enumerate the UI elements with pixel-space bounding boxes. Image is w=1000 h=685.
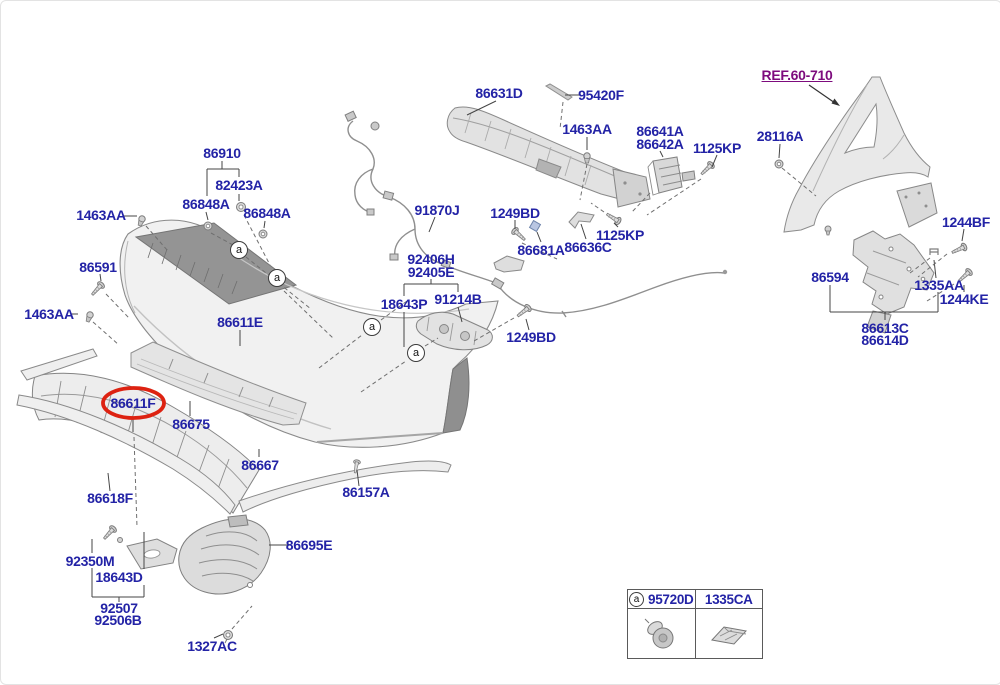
part-label-92350m: 92350M bbox=[65, 553, 115, 569]
part-label-1327ac: 1327AC bbox=[187, 638, 237, 654]
part-label-86618f: 86618F bbox=[87, 490, 133, 506]
fastener-glyphs bbox=[85, 152, 973, 644]
part-label-86667: 86667 bbox=[241, 457, 279, 473]
highlight-ellipse bbox=[101, 386, 166, 420]
part-label-91870j: 91870J bbox=[414, 202, 460, 218]
legend-header-row: a 95720D 1335CA bbox=[628, 590, 762, 609]
legend-header-cell-1335ca: 1335CA bbox=[696, 590, 763, 608]
part-label-18643d: 18643D bbox=[95, 569, 143, 585]
nut-1327ac bbox=[223, 630, 233, 644]
part-label-95420f: 95420F bbox=[578, 87, 624, 103]
part-label-86611f: 86611F bbox=[110, 395, 156, 411]
screw-1244ke bbox=[958, 268, 973, 282]
rear-beam-drawing bbox=[446, 83, 651, 273]
legend-marker-a: a bbox=[629, 591, 644, 607]
part-label-ref-60-710: REF.60-710 bbox=[761, 67, 833, 83]
sensor-module-drawing bbox=[647, 156, 696, 196]
legend-part-number-1335ca: 1335CA bbox=[704, 591, 753, 607]
part-label-86636c: 86636C bbox=[564, 239, 612, 255]
screw-86591 bbox=[91, 281, 105, 296]
leader-lines bbox=[71, 94, 965, 639]
bumper-lip-strip-drawing bbox=[16, 348, 236, 515]
part-label-86681a: 86681A bbox=[517, 242, 565, 258]
screw-1249bd-bottom bbox=[516, 303, 532, 318]
part-label-1335aa: 1335AA bbox=[914, 277, 964, 293]
part-label-18643p: 18643P bbox=[380, 296, 428, 312]
part-label-91214b: 91214B bbox=[434, 291, 482, 307]
stud-86157a bbox=[353, 459, 361, 474]
part-label-86848a: 86848A bbox=[182, 196, 230, 212]
part-label-1463aa: 1463AA bbox=[562, 121, 612, 137]
clip-1463aa-3 bbox=[583, 152, 591, 164]
part-label-1249bd: 1249BD bbox=[506, 329, 556, 345]
legend-header-cell-95720d: a 95720D bbox=[628, 590, 696, 608]
assembly-marker-a: a bbox=[230, 241, 248, 259]
legend-image-cell-sensor bbox=[628, 609, 696, 658]
part-label-86641a: 86641A bbox=[636, 123, 684, 139]
clip-86681a bbox=[528, 219, 542, 233]
license-lamp-parts-drawing bbox=[117, 537, 178, 570]
screw-92350m bbox=[103, 525, 117, 540]
part-label-86611e: 86611E bbox=[217, 314, 263, 330]
part-label-1244bf: 1244BF bbox=[941, 214, 991, 230]
part-label-92405e: 92405E bbox=[407, 264, 455, 280]
screw-1125kp-right bbox=[700, 161, 715, 176]
grommet-82423a bbox=[236, 202, 246, 212]
assembly-dashed-lines bbox=[92, 101, 955, 630]
legend-image-cell-clip bbox=[696, 609, 763, 658]
bumper-energy-pad-drawing bbox=[130, 341, 307, 426]
legend-body-row bbox=[628, 609, 762, 658]
part-label-28116a: 28116A bbox=[756, 128, 804, 144]
assembly-marker-a: a bbox=[268, 269, 286, 287]
part-label-82423a: 82423A bbox=[215, 177, 263, 193]
part-label-86157a: 86157A bbox=[342, 484, 390, 500]
part-label-1125kp: 1125KP bbox=[692, 140, 742, 156]
parking-sensor-icon bbox=[644, 618, 674, 648]
part-label-1463aa: 1463AA bbox=[76, 207, 126, 223]
under-cover-drawing bbox=[178, 514, 271, 595]
part-label-86642a: 86642A bbox=[636, 136, 684, 152]
part-label-86594: 86594 bbox=[811, 269, 849, 285]
clip-1463aa-1 bbox=[137, 215, 146, 227]
part-label-86613c: 86613C bbox=[861, 320, 909, 336]
legend-table: a 95720D 1335CA bbox=[627, 589, 763, 659]
part-label-1125kp: 1125KP bbox=[595, 227, 645, 243]
assembly-marker-a: a bbox=[407, 344, 425, 362]
retainer-clip-icon bbox=[710, 625, 747, 645]
part-label-1463aa: 1463AA bbox=[24, 306, 74, 322]
part-label-92406h: 92406H bbox=[407, 251, 455, 267]
clip-1463aa-2 bbox=[85, 311, 94, 323]
part-label-92506b: 92506B bbox=[94, 612, 142, 628]
parking-sensor-bracket-drawing bbox=[415, 311, 493, 351]
screw-1244bf bbox=[951, 242, 968, 254]
part-label-1244ke: 1244KE bbox=[939, 291, 989, 307]
assembly-marker-a: a bbox=[363, 318, 381, 336]
legend-part-number-95720d: 95720D bbox=[648, 591, 694, 607]
grommet-86848a-right bbox=[258, 229, 268, 239]
part-label-86910: 86910 bbox=[203, 145, 241, 161]
nut-28116a bbox=[774, 159, 784, 169]
part-label-86614d: 86614D bbox=[861, 332, 909, 348]
screw-1125kp-lower bbox=[605, 212, 622, 226]
ref-arrow bbox=[808, 84, 840, 106]
side-strip-drawing bbox=[238, 460, 452, 513]
part-label-86591: 86591 bbox=[79, 259, 117, 275]
part-label-1249bd: 1249BD bbox=[490, 205, 540, 221]
part-label-86695e: 86695E bbox=[285, 537, 333, 553]
quarter-panel-drawing bbox=[783, 76, 938, 233]
part-label-92507: 92507 bbox=[100, 600, 138, 616]
screw-1249bd-top bbox=[511, 227, 526, 241]
part-label-86631d: 86631D bbox=[475, 85, 523, 101]
part-label-86675: 86675 bbox=[172, 416, 210, 432]
grommet-86848a-left bbox=[203, 221, 213, 231]
part-label-86848a: 86848A bbox=[243, 205, 291, 221]
clip-1335aa bbox=[929, 248, 939, 255]
